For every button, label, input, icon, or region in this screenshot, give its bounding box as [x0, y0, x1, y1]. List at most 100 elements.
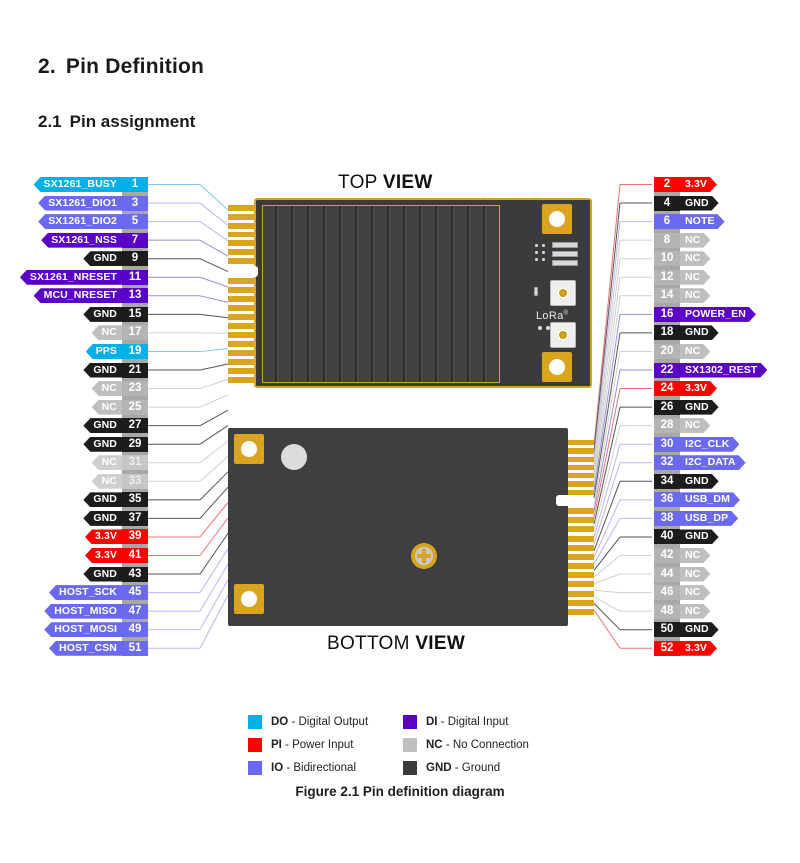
pin-number-3: 3 — [122, 195, 148, 211]
legend-desc-gnd: - Ground — [451, 761, 501, 774]
mounting-pad-top — [542, 204, 572, 234]
legend-code-io: IO — [271, 761, 284, 774]
pin-label-52: 3.3V — [680, 641, 717, 656]
pin-label-6: NOTE — [680, 214, 725, 229]
pin-number-35: 35 — [122, 492, 148, 508]
bottom-view-word1: BOTTOM — [327, 633, 416, 654]
pin-label-42: NC — [680, 548, 710, 563]
legend-text-nc: NC - No Connection — [426, 739, 529, 751]
pin-number-18: 18 — [654, 325, 680, 341]
pin-label-8: NC — [680, 233, 710, 248]
pin-label-1: SX1261_BUSY — [33, 177, 122, 192]
pin-label-14: NC — [680, 288, 710, 303]
pin-number-29: 29 — [122, 436, 148, 452]
pin-number-28: 28 — [654, 418, 680, 434]
pin-number-45: 45 — [122, 585, 148, 601]
legend-text-di: DI - Digital Input — [426, 716, 508, 728]
pin-label-35: GND — [83, 492, 122, 508]
legend-item-io: IO - Bidirectional — [248, 760, 403, 775]
pin-number-12: 12 — [654, 269, 680, 285]
pin-label-10: NC — [680, 251, 710, 266]
pin-number-23: 23 — [122, 381, 148, 397]
pin-number-47: 47 — [122, 603, 148, 619]
pin-number-42: 42 — [654, 548, 680, 563]
pin-number-33: 33 — [122, 473, 148, 489]
legend-item-nc: NC - No Connection — [403, 737, 578, 752]
pin-number-15: 15 — [122, 306, 148, 322]
legend-desc-pi: - Power Input — [281, 738, 354, 751]
pin-label-30: I2C_CLK — [680, 437, 739, 452]
pin-label-26: GND — [680, 400, 719, 415]
pin-label-37: GND — [83, 510, 122, 526]
pin-label-39: 3.3V — [85, 529, 122, 545]
pin-number-10: 10 — [654, 251, 680, 267]
pin-number-6: 6 — [654, 214, 680, 230]
smd-component-4 — [534, 287, 538, 296]
legend-item-do: DO - Digital Output — [248, 714, 403, 729]
legend-swatch-nc — [403, 737, 417, 752]
pin-label-31: NC — [91, 455, 122, 471]
smd-component-3 — [552, 260, 578, 266]
pin-number-1: 1 — [122, 177, 148, 192]
bottom-view-label: BOTTOM VIEW — [327, 633, 465, 655]
pin-label-44: NC — [680, 567, 710, 582]
legend-desc-nc: - No Connection — [442, 738, 529, 751]
ufl-connector-1 — [550, 280, 576, 306]
pin-label-21: GND — [83, 362, 122, 378]
pin-label-47: HOST_MISO — [44, 603, 122, 619]
pin-label-36: USB_DM — [680, 492, 740, 507]
pin-label-17: NC — [91, 325, 122, 341]
legend-code-do: DO — [271, 715, 289, 728]
legend-desc-do: - Digital Output — [288, 715, 369, 728]
pin-number-31: 31 — [122, 455, 148, 471]
section-number: 2. — [38, 55, 56, 78]
pin-number-19: 19 — [122, 343, 148, 359]
center-screw — [411, 543, 437, 569]
pin-number-51: 51 — [122, 640, 148, 656]
ufl-connector-2 — [550, 322, 576, 348]
right-number-strip — [654, 177, 680, 656]
pin-label-20: NC — [680, 344, 710, 359]
figure-caption: Figure 2.1 Pin definition diagram — [295, 784, 505, 799]
pin-label-5: SX1261_DIO2 — [38, 214, 122, 230]
pin-number-49: 49 — [122, 622, 148, 638]
pin-number-40: 40 — [654, 529, 680, 545]
legend-text-pi: PI - Power Input — [271, 739, 353, 751]
mounting-pad-bl-top — [234, 434, 264, 464]
subsection-number: 2.1 — [38, 112, 62, 131]
legend-desc-io: - Bidirectional — [283, 761, 357, 774]
pin-label-41: 3.3V — [85, 548, 122, 563]
pin-number-25: 25 — [122, 399, 148, 415]
pin-label-11: SX1261_NRESET — [19, 269, 122, 285]
bottom-edge-fingers-lower — [568, 508, 594, 618]
legend-swatch-do — [248, 714, 262, 729]
pin-number-39: 39 — [122, 529, 148, 545]
pin-label-27: GND — [83, 418, 122, 434]
